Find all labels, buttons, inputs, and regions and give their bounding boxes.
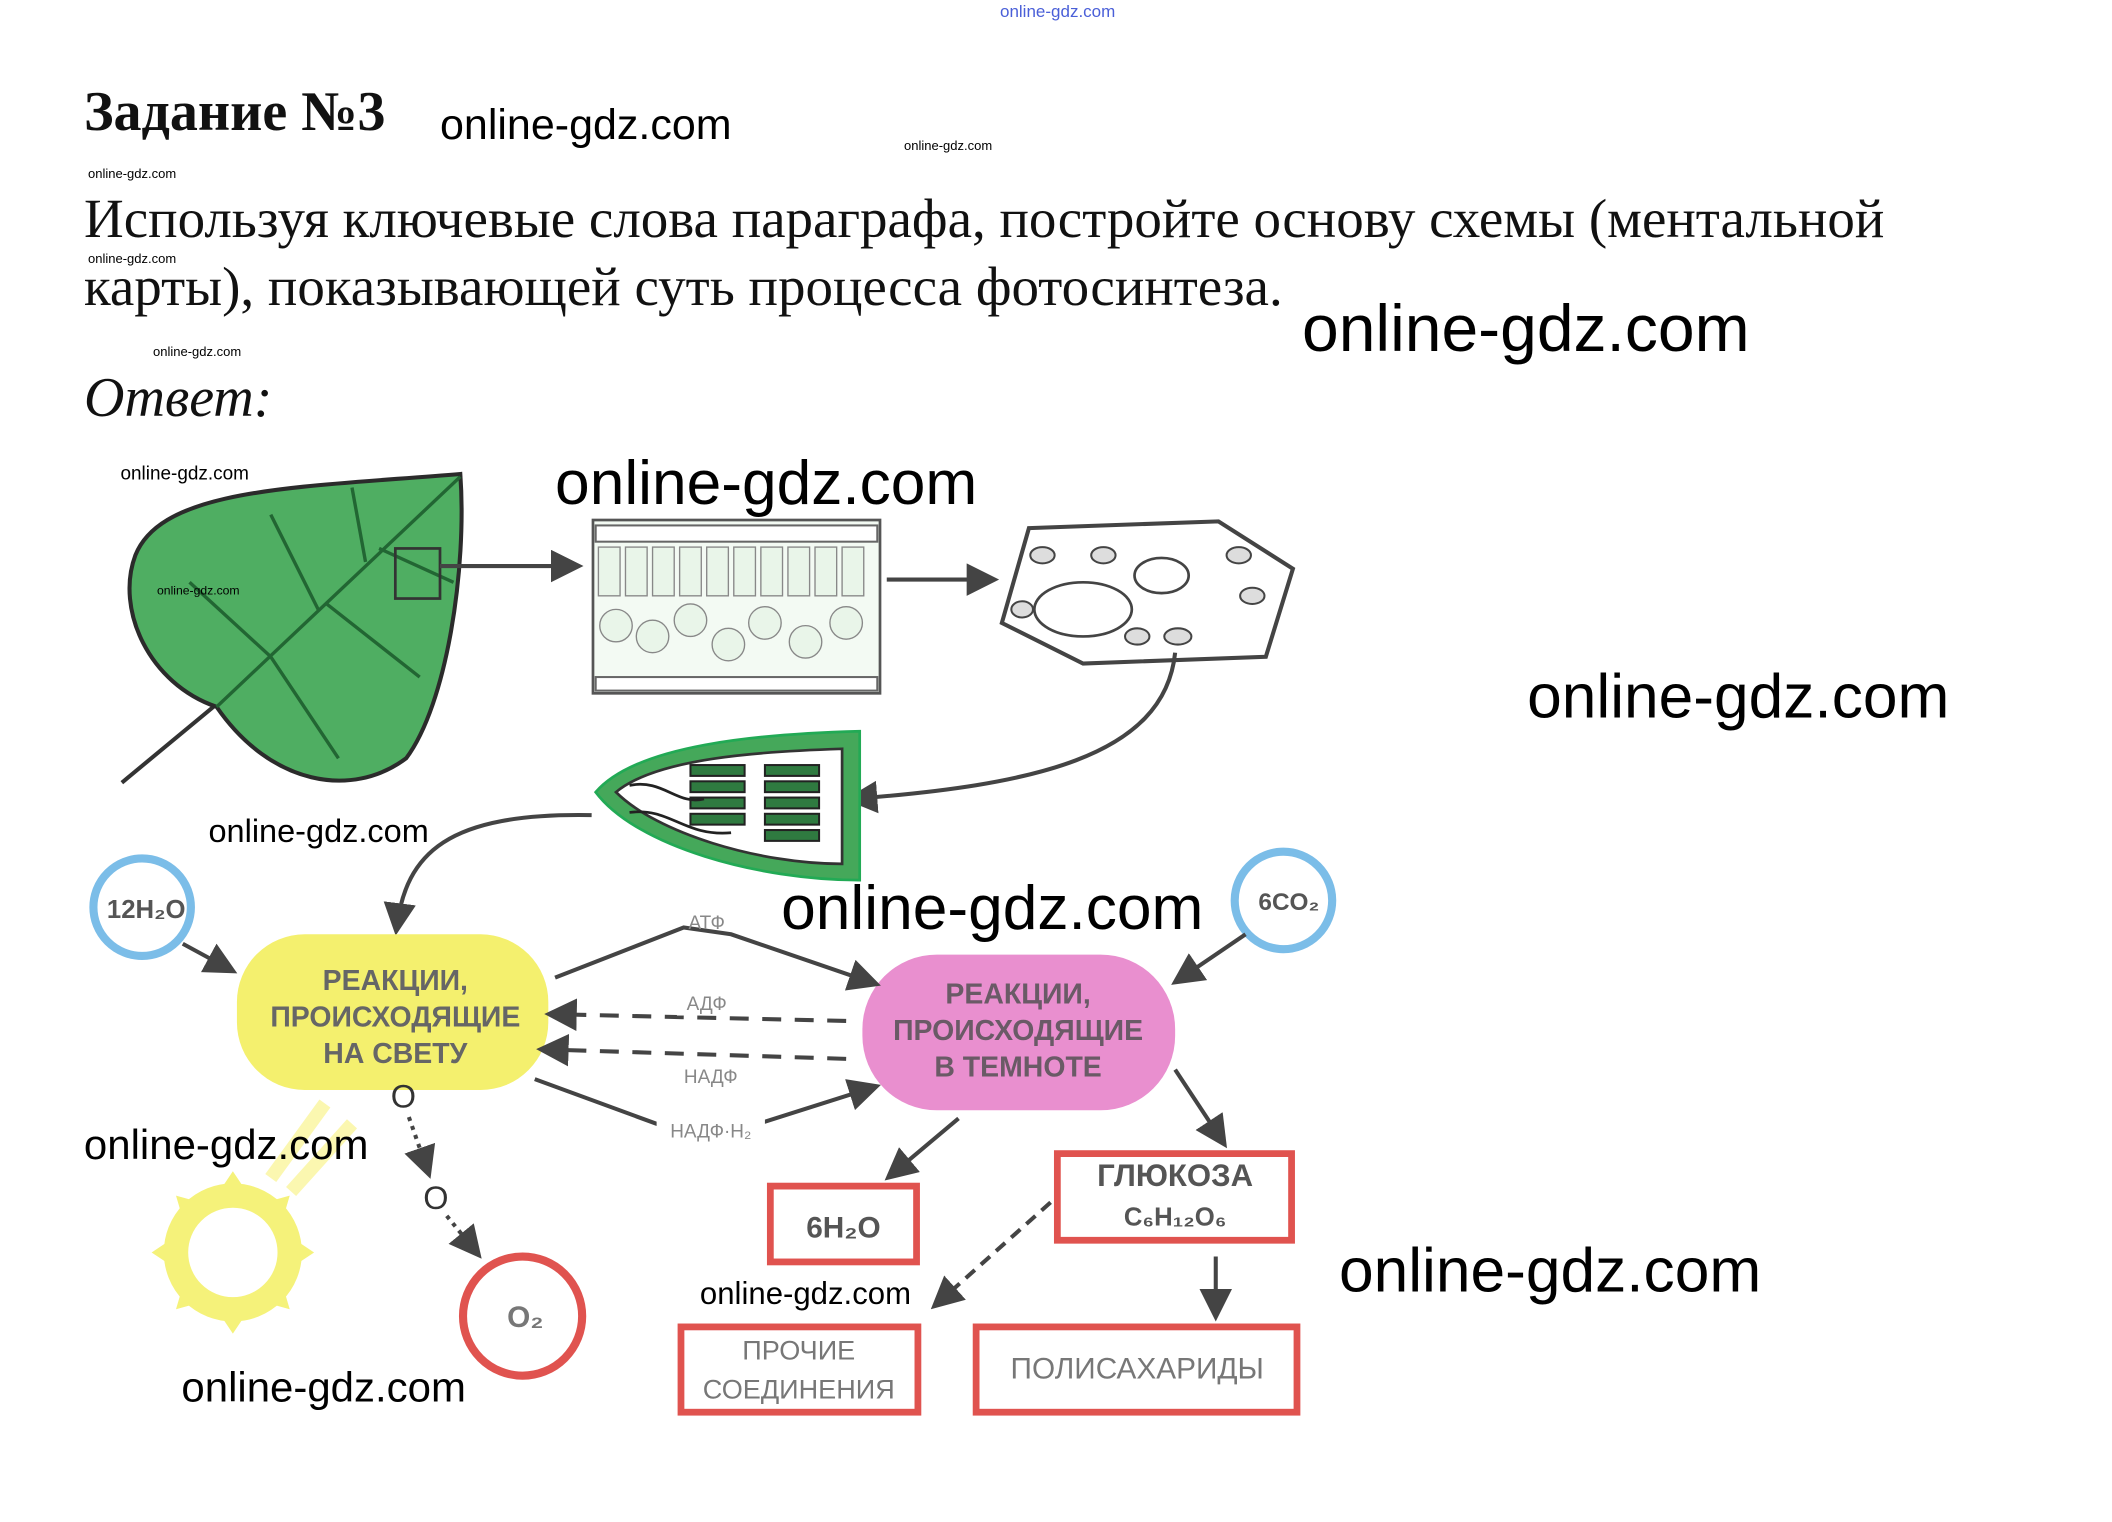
nadp-label: НАДФ [684,1067,738,1088]
arrow [383,813,592,936]
watermark: online-gdz.com [555,449,977,518]
svg-text:НА СВЕТУ: НА СВЕТУ [323,1038,467,1070]
co2-input-label: 6CO₂ [1258,889,1319,916]
leaf-illustration [120,471,464,785]
svg-text:РЕАКЦИИ,: РЕАКЦИИ, [945,978,1090,1010]
other-compounds-box [677,1323,922,1416]
glucose-formula: C₆H₁₂O₆ [1124,1203,1227,1231]
water-output-label: 6H₂O [806,1212,880,1245]
light-reactions-block: РЕАКЦИИ, ПРОИСХОДЯЩИЕ НА СВЕТУ [236,934,549,1090]
plant-cell-illustration [999,519,1296,666]
question-text-line2: карты), показывающей суть процесса фотос… [84,256,1283,317]
adp-label: АДФ [687,994,727,1015]
arrow [1171,932,1247,985]
question-text-line1: Используя ключевые слова параграфа, пост… [84,188,1885,249]
co2-input-circle [1230,847,1337,954]
watermark: online-gdz.com [700,1276,911,1311]
watermark: online-gdz.com [157,583,240,597]
svg-text:В ТЕМНОТЕ: В ТЕМНОТЕ [934,1051,1101,1083]
glucose-label: ГЛЮКОЗА [1097,1158,1253,1193]
watermark: online-gdz.com [120,463,248,484]
watermark: online-gdz.com [153,344,242,359]
arrow [404,1116,436,1179]
water-output-box [766,1182,920,1266]
oxygen-output-label: O₂ [507,1301,543,1334]
answer-label: Ответ: [84,367,273,429]
chloroplast-illustration [593,729,862,882]
watermark: online-gdz.com [88,251,177,266]
task-title: Задание №3 [84,81,386,143]
watermark: online-gdz.com [181,1363,466,1410]
arrow [445,1214,482,1259]
arrow [844,652,1178,814]
watermark: online-gdz.com [904,138,993,153]
polysaccharides-label: ПОЛИСАХАРИДЫ [1011,1352,1264,1385]
polysaccharides-box [972,1323,1301,1416]
glucose-box [1053,1150,1295,1244]
svg-text:ПРОИСХОДЯЩИЕ: ПРОИСХОДЯЩИЕ [270,1001,520,1033]
leaf-cross-section-illustration [591,518,882,695]
watermark: online-gdz.com [1339,1237,1761,1306]
water-input-circle [89,854,195,961]
nadp-arrow [536,1033,847,1067]
svg-text:РЕАКЦИИ,: РЕАКЦИИ, [323,965,468,997]
water-input-label: 12H₂O [107,896,186,924]
dark-reactions-block: РЕАКЦИИ, ПРОИСХОДЯЩИЕ В ТЕМНОТЕ [862,954,1176,1111]
sun-icon [151,1099,358,1334]
watermark: online-gdz.com [440,101,732,149]
watermark: online-gdz.com [781,874,1203,943]
svg-text:ПРОИСХОДЯЩИЕ: ПРОИСХОДЯЩИЕ [893,1015,1143,1047]
atp-arrow [554,925,881,991]
watermark: online-gdz.com [84,1121,369,1168]
nadph-label: НАДФ·H₂ [670,1121,751,1142]
watermark: online-gdz.com [208,813,428,849]
oxygen-atom-label: O [391,1079,416,1115]
oxygen-output-circle [458,1252,587,1380]
adp-arrow [544,998,847,1031]
arrow [884,1116,960,1181]
other-compounds-label: СОЕДИНЕНИЯ [703,1374,895,1405]
watermark: online-gdz.com [88,166,177,181]
other-compounds-label: ПРОЧИЕ [742,1334,855,1365]
top-watermark: online-gdz.com [1000,2,1116,21]
watermark: online-gdz.com [1302,291,1750,365]
atp-label: АТФ [688,913,725,934]
oxygen-atom-label: O [423,1180,448,1216]
arrow [181,941,238,974]
arrow [1173,1068,1227,1149]
arrow [930,1200,1052,1310]
watermark: online-gdz.com [1527,663,1949,732]
